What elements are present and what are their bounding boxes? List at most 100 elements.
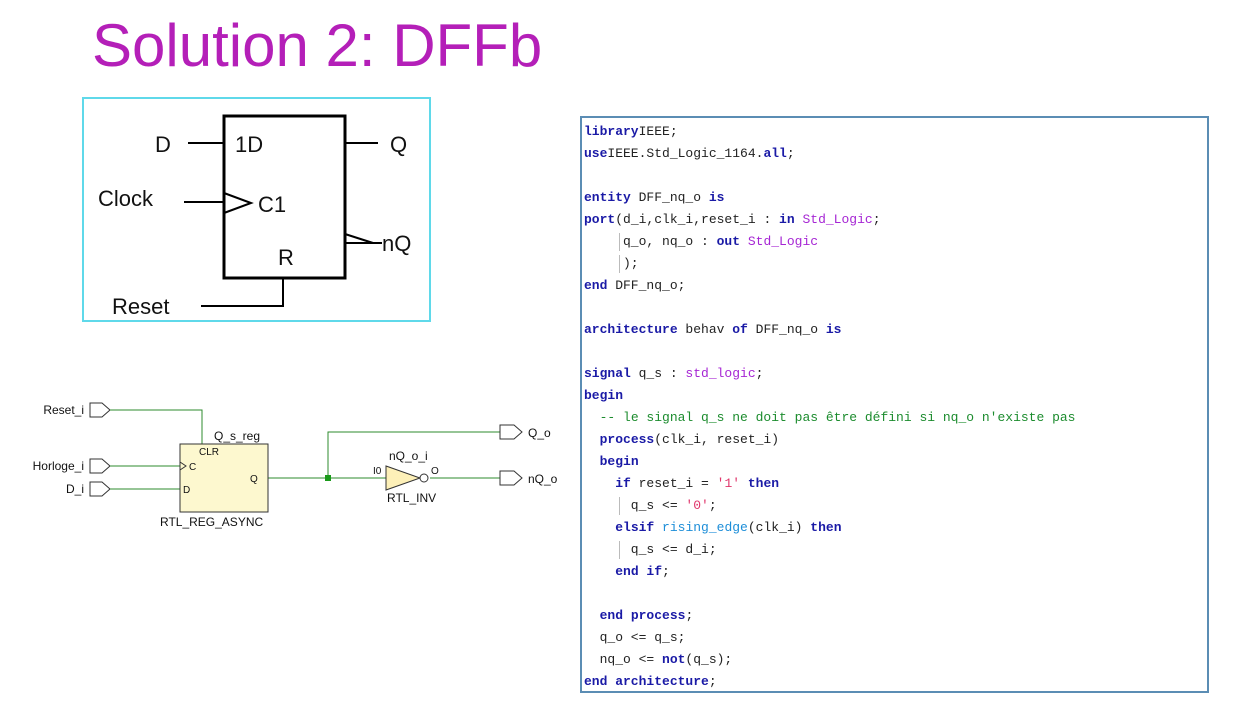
dff-symbol-diagram: D 1D Q Clock C1 nQ R Reset bbox=[82, 97, 431, 322]
code-token: port bbox=[584, 212, 616, 227]
pin-1d-label: 1D bbox=[235, 132, 263, 157]
register-block[interactable] bbox=[179, 443, 269, 513]
q-output-label: Q_o bbox=[528, 426, 551, 440]
code-token: q_o, nq_o : bbox=[584, 234, 717, 249]
code-line bbox=[584, 341, 1207, 363]
code-token: IEEE; bbox=[638, 124, 678, 139]
dff-symbol-svg: D 1D Q Clock C1 nQ R Reset bbox=[98, 114, 411, 319]
code-token: end architecture bbox=[584, 674, 709, 689]
code-token: (clk_i, reset_i) bbox=[654, 432, 780, 447]
code-token bbox=[584, 476, 615, 491]
code-token bbox=[654, 520, 662, 535]
code-line: nq_o <= not(q_s); bbox=[584, 649, 1207, 671]
code-token: DFF_nq_o; bbox=[607, 278, 686, 293]
indent-guide bbox=[619, 233, 620, 251]
code-token: -- le signal q_s ne doit pas être défini… bbox=[599, 410, 1076, 425]
code-line: if reset_i = '1' then bbox=[584, 473, 1207, 495]
code-line: begin bbox=[584, 451, 1207, 473]
code-line: signal q_s : std_logic; bbox=[584, 363, 1207, 385]
pin-c1-label: C1 bbox=[258, 192, 286, 217]
pin-nq-label: nQ bbox=[382, 231, 411, 256]
code-token: q_s : bbox=[630, 366, 686, 381]
vhdl-code-panel: libraryIEEE;useIEEE.Std_Logic_1164.all;e… bbox=[580, 116, 1209, 693]
code-token bbox=[740, 476, 748, 491]
code-token: out bbox=[716, 234, 741, 249]
code-token bbox=[584, 410, 600, 425]
code-token: (d_i,clk_i,reset_i : bbox=[615, 212, 780, 227]
code-token: ); bbox=[584, 256, 639, 271]
code-line: q_o, nq_o : out Std_Logic bbox=[584, 231, 1207, 253]
code-line: q_s <= d_i; bbox=[584, 539, 1207, 561]
code-token: then bbox=[747, 476, 780, 491]
dff-body bbox=[222, 114, 347, 280]
code-token: use bbox=[584, 146, 608, 161]
code-line bbox=[584, 165, 1207, 187]
code-token: end process bbox=[599, 608, 686, 623]
d-port-label: D_i bbox=[66, 482, 84, 496]
clock-input-port[interactable] bbox=[89, 458, 111, 474]
code-token: q_s <= bbox=[584, 498, 686, 513]
code-token: DFF_nq_o bbox=[630, 190, 709, 205]
code-line: process(clk_i, reset_i) bbox=[584, 429, 1207, 451]
code-token bbox=[584, 432, 600, 447]
q-o-net bbox=[327, 431, 500, 478]
d-input-port[interactable] bbox=[89, 481, 111, 497]
code-token bbox=[740, 234, 748, 249]
code-token: Std_Logic bbox=[802, 212, 873, 227]
code-token: begin bbox=[599, 454, 639, 469]
code-token: signal bbox=[584, 366, 631, 381]
code-line: end architecture; bbox=[584, 671, 1207, 691]
register-clr-pin: CLR bbox=[199, 447, 219, 458]
code-token: '1' bbox=[716, 476, 741, 491]
inverter-out-pin: O bbox=[431, 466, 439, 477]
code-token: nq_o <= bbox=[584, 652, 663, 667]
code-token: (clk_i) bbox=[747, 520, 811, 535]
code-line: entity DFF_nq_o is bbox=[584, 187, 1207, 209]
code-token: ; bbox=[685, 608, 694, 623]
code-token: Std_Logic bbox=[747, 234, 819, 249]
register-clock-marker bbox=[179, 461, 187, 471]
inverter-bubble bbox=[419, 473, 429, 483]
code-line: q_s <= '0'; bbox=[584, 495, 1207, 517]
code-token: elsif bbox=[615, 520, 655, 535]
indent-guide bbox=[619, 255, 620, 273]
register-instance-label: Q_s_reg bbox=[214, 429, 260, 443]
reset-input-port[interactable] bbox=[89, 402, 111, 418]
pin-clock-label: Clock bbox=[98, 186, 154, 211]
code-token: all bbox=[763, 146, 787, 161]
code-line: architecture behav of DFF_nq_o is bbox=[584, 319, 1207, 341]
code-token: '0' bbox=[685, 498, 709, 513]
rtl-schematic: Reset_i Horloge_i D_i Q_s_reg CLR C D Q … bbox=[33, 402, 558, 529]
nq-output-port[interactable] bbox=[499, 470, 523, 486]
code-line bbox=[584, 583, 1207, 605]
code-line: ); bbox=[584, 253, 1207, 275]
code-token: in bbox=[779, 212, 795, 227]
code-token: q_o <= q_s; bbox=[584, 630, 686, 645]
code-token: end if bbox=[615, 564, 663, 579]
code-token: of bbox=[732, 322, 748, 337]
code-token: is bbox=[825, 322, 842, 337]
code-token: architecture bbox=[584, 322, 678, 337]
code-line: -- le signal q_s ne doit pas être défini… bbox=[584, 407, 1207, 429]
junction-dot bbox=[325, 475, 331, 481]
code-token: end bbox=[584, 278, 608, 293]
nq-output-label: nQ_o bbox=[528, 472, 558, 486]
code-line: end process; bbox=[584, 605, 1207, 627]
pin-q-label: Q bbox=[390, 132, 407, 157]
register-c-pin: C bbox=[189, 462, 196, 473]
reset-wire bbox=[201, 278, 284, 307]
code-token: reset_i = bbox=[630, 476, 717, 491]
code-token: is bbox=[708, 190, 725, 205]
code-line: libraryIEEE; bbox=[584, 121, 1207, 143]
code-token bbox=[584, 454, 600, 469]
code-token: ; bbox=[708, 498, 717, 513]
code-token: process bbox=[599, 432, 655, 447]
code-token: entity bbox=[584, 190, 631, 205]
code-token: ; bbox=[662, 564, 670, 579]
code-token: IEEE.Std_Logic_1164. bbox=[607, 146, 764, 161]
code-line: end DFF_nq_o; bbox=[584, 275, 1207, 297]
inverter-gate[interactable] bbox=[385, 465, 422, 491]
code-token: library bbox=[584, 124, 639, 139]
code-line: q_o <= q_s; bbox=[584, 627, 1207, 649]
q-output-port[interactable] bbox=[499, 424, 523, 440]
